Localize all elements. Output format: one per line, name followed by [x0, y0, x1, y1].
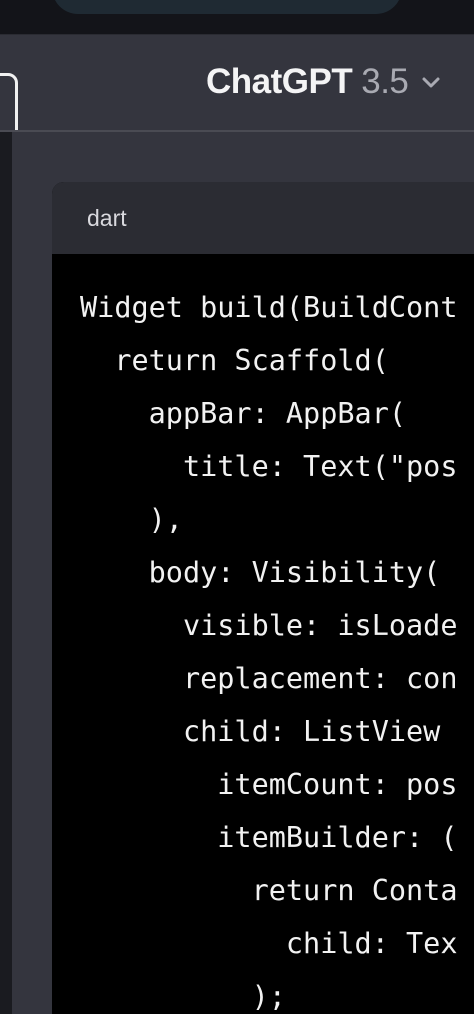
code-line: Widget build(BuildCont [80, 291, 458, 324]
code-line: ), [80, 503, 183, 536]
code-language-label: dart [52, 182, 474, 254]
code-line: appBar: AppBar( [80, 397, 407, 430]
code-body[interactable]: Widget build(BuildCont return Scaffold( … [52, 254, 474, 1014]
code-line: itemBuilder: ( [80, 821, 458, 854]
code-line: return Conta [80, 874, 458, 907]
header-divider [0, 130, 474, 132]
left-edge [0, 132, 12, 1014]
top-strip [0, 0, 474, 34]
code-line: child: Tex [80, 927, 458, 960]
chevron-down-icon [422, 77, 440, 88]
model-version: 3.5 [361, 62, 409, 101]
app-header: ChatGPT 3.5 [0, 34, 474, 153]
code-block: dart Widget build(BuildCont return Scaff… [52, 182, 474, 1014]
code-line: ); [80, 980, 286, 1013]
code-line: visible: isLoade [80, 609, 458, 642]
code-line: child: ListView [80, 715, 441, 748]
code-line: return Scaffold( [80, 344, 389, 377]
top-pill[interactable] [52, 0, 402, 14]
code-line: body: Visibility( [80, 556, 441, 589]
code-line: itemCount: pos [80, 768, 458, 801]
code-line: title: Text("pos [80, 450, 458, 483]
model-selector[interactable]: ChatGPT 3.5 [206, 57, 442, 107]
code-line: replacement: con [80, 662, 458, 695]
app-title: ChatGPT [206, 62, 353, 101]
